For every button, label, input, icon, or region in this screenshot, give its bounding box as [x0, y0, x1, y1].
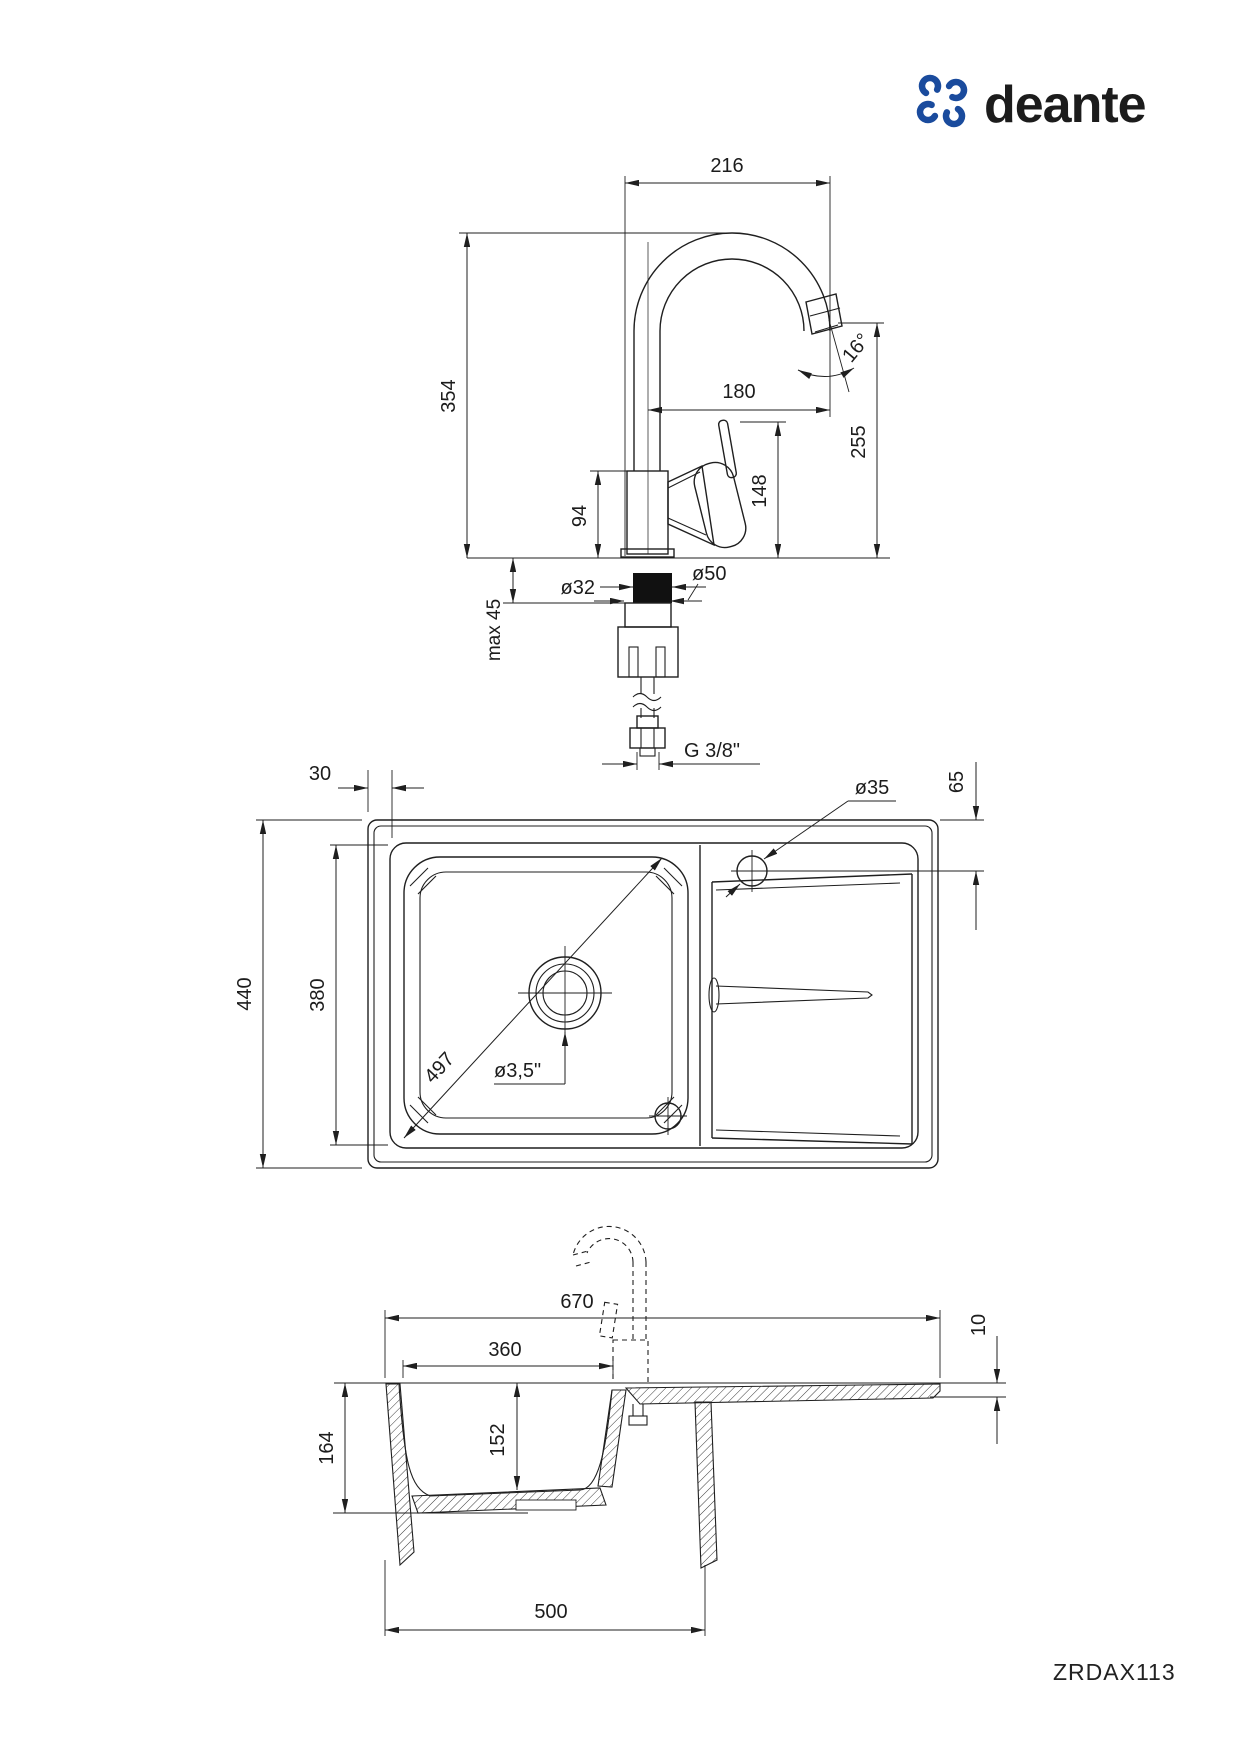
svg-text:440: 440: [234, 977, 256, 1010]
svg-text:500: 500: [534, 1601, 567, 1623]
dim-tap-hole-diameter: ø35: [725, 777, 896, 898]
brand-name: deante: [984, 76, 1146, 134]
svg-text:216: 216: [710, 155, 743, 177]
svg-text:164: 164: [316, 1431, 338, 1464]
dim-spout-reach: 180: [648, 381, 830, 414]
dim-bowl-length: 360: [402, 1339, 614, 1378]
svg-text:380: 380: [307, 978, 329, 1011]
svg-text:30: 30: [309, 763, 331, 785]
svg-text:497: 497: [420, 1048, 459, 1087]
svg-text:255: 255: [848, 425, 870, 458]
svg-text:94: 94: [569, 505, 591, 527]
svg-text:670: 670: [560, 1291, 593, 1313]
tap-hole-bottom: [649, 1097, 687, 1135]
dim-bowl-diagonal: 497: [403, 857, 663, 1139]
svg-text:148: 148: [749, 474, 771, 507]
svg-text:ø35: ø35: [855, 777, 889, 799]
faucet-body-outline: [617, 232, 843, 757]
sink-section-body: [385, 1383, 941, 1569]
drainer-board: [708, 873, 913, 1145]
tap-hole-top: [731, 850, 773, 892]
dim-base-cabinet-width: 500: [384, 1560, 706, 1636]
dim-rim-offset: 30: [309, 763, 424, 838]
dim-bowl-inner-depth: 380: [307, 844, 388, 1146]
svg-text:max 45: max 45: [484, 599, 505, 661]
svg-text:G 3/8": G 3/8": [684, 740, 740, 762]
mounting-gasket: [633, 573, 672, 603]
dim-base-diameter: ø50: [594, 563, 726, 605]
faucet-dashed-outline: [572, 1225, 649, 1384]
dim-connection-thread: G 3/8": [602, 740, 760, 770]
dim-overall-depth: 440: [234, 819, 362, 1169]
dim-bowl-depth: 152: [487, 1383, 521, 1490]
dim-tap-hole-offset: 65: [770, 762, 984, 930]
dim-drain-diameter: ø3,5": [494, 1032, 569, 1085]
deante-logo: deante: [916, 74, 1147, 134]
svg-text:180: 180: [722, 381, 755, 403]
dim-max-counter-thickness: max 45: [484, 558, 625, 661]
svg-text:ø3,5": ø3,5": [494, 1060, 541, 1082]
dim-spout-width: 216: [624, 155, 831, 556]
drain-outline: [518, 946, 612, 1040]
svg-text:65: 65: [946, 771, 968, 793]
product-code-label: ZRDAX113: [1053, 1659, 1176, 1685]
faucet-front-view: 216 354 180 16° 255 148: [438, 155, 890, 770]
sink-top-view: 30 440 380 497 ø3,5": [234, 762, 984, 1169]
svg-text:ø50: ø50: [692, 563, 726, 585]
dim-rim-thickness: 10: [930, 1314, 1006, 1444]
svg-text:ø32: ø32: [561, 577, 595, 599]
dim-handle-height: 148: [740, 421, 786, 558]
dim-body-height: 94: [569, 470, 627, 558]
dim-hole-diameter: ø32: [561, 577, 706, 599]
svg-text:16°: 16°: [838, 329, 874, 366]
svg-text:360: 360: [488, 1339, 521, 1361]
svg-text:354: 354: [438, 379, 460, 412]
svg-text:10: 10: [968, 1314, 990, 1336]
svg-text:152: 152: [487, 1423, 509, 1456]
dim-outlet-angle: 16°: [797, 319, 875, 393]
dim-outlet-height: 255: [838, 322, 884, 558]
sink-section-view: 670 360 10 164 152: [316, 1225, 1006, 1636]
dim-total-height: 354: [438, 232, 737, 558]
sink-plan-outline: [367, 819, 939, 1169]
dim-overall-length: 670: [384, 1291, 941, 1378]
deante-logo-icon: [916, 74, 968, 128]
dim-overall-height: 164: [316, 1383, 528, 1514]
